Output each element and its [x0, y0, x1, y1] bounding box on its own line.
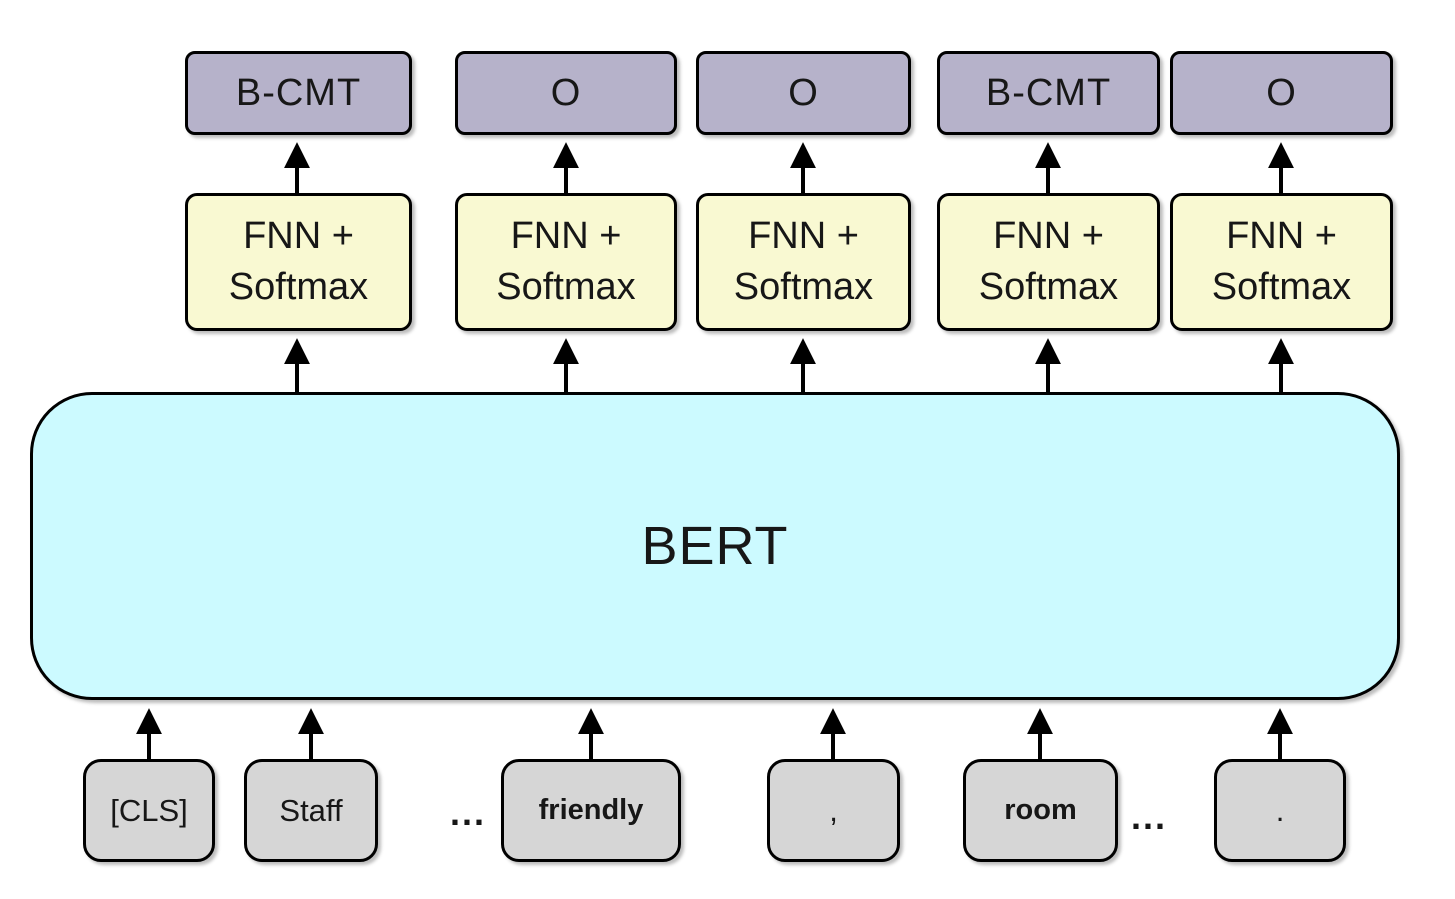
token-box-period: . [1214, 759, 1346, 862]
token-box-staff: Staff [244, 759, 378, 862]
fnn-line2: Softmax [1211, 266, 1352, 308]
ellipsis: ... [1130, 796, 1168, 837]
fnn-softmax-box: FNN + Softmax [185, 193, 412, 331]
token-box-comma: , [767, 759, 900, 862]
token-box-friendly: friendly [501, 759, 681, 862]
fnn-line2: Softmax [978, 266, 1119, 308]
fnn-line1: FNN + [1226, 214, 1337, 257]
fnn-line1: FNN + [993, 214, 1104, 257]
fnn-softmax-box: FNN + Softmax [455, 193, 677, 331]
fnn-line2: Softmax [733, 266, 874, 308]
fnn-line1: FNN + [510, 214, 622, 257]
fnn-softmax-box: FNN + Softmax [1170, 193, 1393, 331]
fnn-line2: Softmax [496, 266, 636, 308]
ellipsis: ... [449, 792, 487, 833]
token-box-room: room [963, 759, 1118, 862]
label-box-o: O [696, 51, 911, 135]
fnn-softmax-box: FNN + Softmax [937, 193, 1160, 331]
label-box-o: O [1170, 51, 1393, 135]
fnn-softmax-box: FNN + Softmax [696, 193, 911, 331]
fnn-line1: FNN + [243, 214, 354, 257]
token-box-cls: [CLS] [83, 759, 215, 862]
label-box-bcmt: B-CMT [185, 51, 412, 135]
bert-box: BERT [30, 392, 1400, 700]
fnn-line2: Softmax [228, 266, 369, 308]
fnn-line1: FNN + [748, 214, 859, 257]
label-box-bcmt: B-CMT [937, 51, 1160, 135]
label-box-o: O [455, 51, 677, 135]
